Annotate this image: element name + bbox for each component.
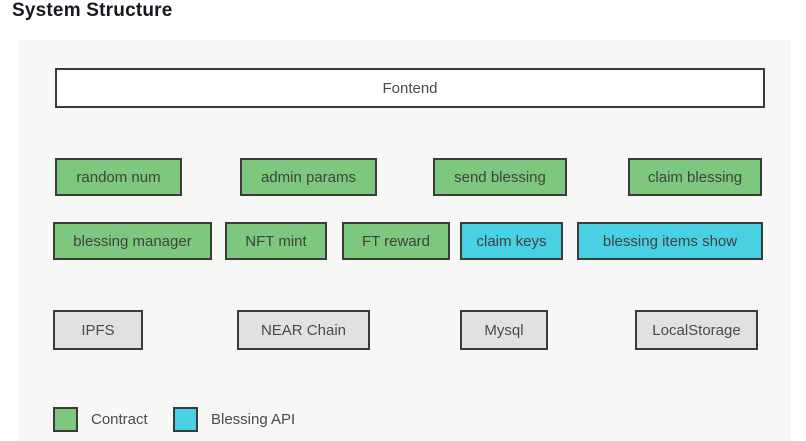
box-random-num: random num xyxy=(55,158,182,196)
legend-item-contract: Contract xyxy=(53,407,148,432)
frontend-box: Fontend xyxy=(55,68,765,108)
box-admin-params: admin params xyxy=(240,158,377,196)
page-title: System Structure xyxy=(12,0,173,21)
legend-label: Contract xyxy=(91,411,148,428)
box-send-blessing: send blessing xyxy=(433,158,567,196)
blessing-api-color-swatch xyxy=(173,407,198,432)
box-claim-blessing: claim blessing xyxy=(628,158,762,196)
box-nft-mint: NFT mint xyxy=(225,222,327,260)
box-near-chain: NEAR Chain xyxy=(237,310,370,350)
box-claim-keys: claim keys xyxy=(460,222,563,260)
diagram-panel: Fontend random num admin params send ble… xyxy=(18,40,791,441)
box-ft-reward: FT reward xyxy=(342,222,450,260)
box-blessing-manager: blessing manager xyxy=(53,222,212,260)
box-ipfs: IPFS xyxy=(53,310,143,350)
box-blessing-items-show: blessing items show xyxy=(577,222,763,260)
legend-item-blessing-api: Blessing API xyxy=(173,407,295,432)
legend-label: Blessing API xyxy=(211,411,296,428)
box-mysql: Mysql xyxy=(460,310,548,350)
contract-color-swatch xyxy=(53,407,78,432)
box-localstorage: LocalStorage xyxy=(635,310,758,350)
